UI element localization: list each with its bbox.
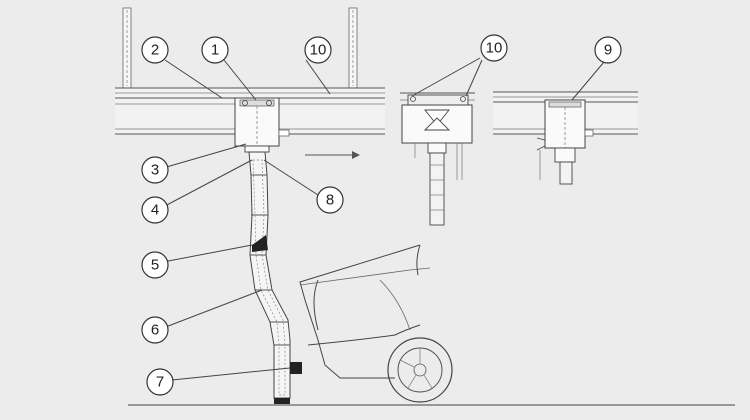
trolley-middle-view [400, 92, 475, 226]
callout-7: 7 [146, 368, 174, 396]
callout-label: 1 [211, 42, 219, 59]
trolley-right-view [493, 91, 638, 185]
callout-10-left: 10 [304, 36, 332, 64]
callout-8: 8 [316, 186, 344, 214]
callout-5: 5 [141, 251, 169, 279]
ceiling-hangers-left [122, 7, 358, 89]
callout-label: 10 [486, 40, 503, 57]
callout-2: 2 [141, 36, 169, 64]
callout-4: 4 [141, 196, 169, 224]
callout-label: 9 [604, 42, 612, 59]
callout-9: 9 [594, 36, 622, 64]
callout-label: 10 [310, 42, 327, 59]
callout-label: 2 [151, 42, 159, 59]
callout-label: 5 [151, 257, 159, 274]
callout-label: 7 [156, 374, 164, 391]
callout-label: 6 [151, 322, 159, 339]
leader-lines [162, 57, 605, 381]
callout-label: 4 [151, 202, 159, 219]
callout-1: 1 [201, 36, 229, 64]
car-rear [299, 244, 453, 403]
direction-arrow [305, 151, 360, 159]
callout-10-middle: 10 [480, 34, 508, 62]
exhaust-hose [248, 151, 302, 404]
callout-label: 8 [326, 192, 334, 209]
callout-6: 6 [141, 316, 169, 344]
trolley-carriage-left [234, 97, 290, 153]
callout-3: 3 [141, 156, 169, 184]
callout-label: 3 [151, 162, 159, 179]
